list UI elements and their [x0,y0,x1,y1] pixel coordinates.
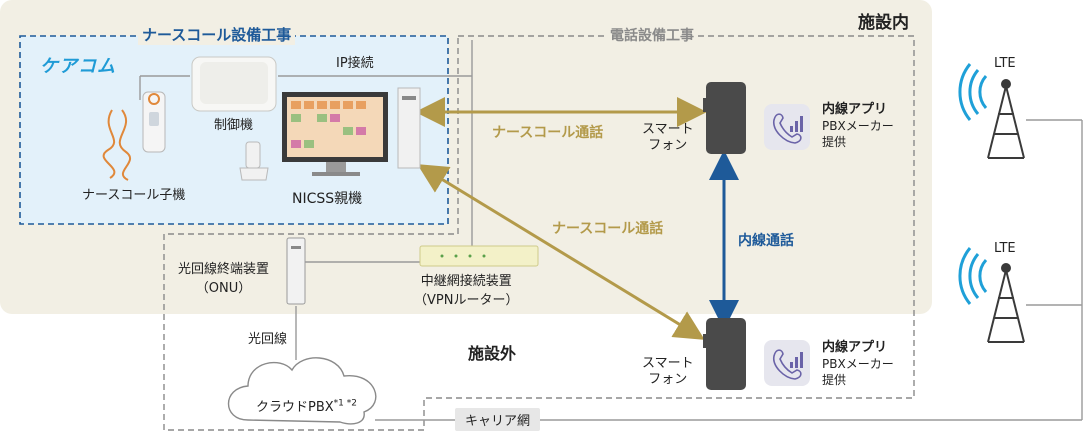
lte-tower-top-graphic [987,79,1025,159]
smartphone-bottom-line2: フォン [648,372,688,387]
onu-label-line2: （ONU） [195,281,252,296]
app-icon-bottom-graphic [764,340,810,386]
smartphone-bottom-graphic [706,318,746,390]
router-label-line2: （VPNルーター） [414,293,519,308]
app-bottom-line1: PBXメーカー [822,357,894,371]
router-label: 中継網接続装置 （VPNルーター） [414,270,518,308]
router-label-line1: 中継網接続装置 [420,274,512,289]
app-icon-top-graphic [764,104,810,150]
telephone-work-title: 電話設備工事 [606,25,698,45]
cloud-pbx-label: クラウドPBX*1 *2 [256,396,357,415]
onu-label-line1: 光回線終端装置 [178,262,270,277]
extension-call-label: 内線通話 [738,233,794,249]
telephone-area [163,35,915,431]
app-top-line1: PBXメーカー [822,119,894,133]
app-bottom-label: 内線アプリ PBXメーカー 提供 [822,340,894,388]
handset-label: ナースコール子機 [82,188,186,203]
carecom-logo: ケアコム [40,56,116,77]
onu-graphic [286,237,306,305]
nicss-label: NICSS親機 [292,191,363,207]
app-top-line2: 提供 [822,135,847,149]
lte-bottom-label: LTE [994,241,1016,256]
smartphone-top-line1: スマート [642,122,694,137]
smartphone-bottom-label: スマート フォン [642,356,694,388]
nicss-monitor-graphic [239,87,421,181]
nurse-call-work-title: ナースコール設備工事 [138,24,296,45]
vpn-router-graphic [419,245,539,267]
nurse-call-arrow-diagonal [417,164,705,340]
smartphone-bottom-line1: スマート [642,356,694,371]
carrier-network-label: キャリア網 [455,408,541,431]
smartphone-top-graphic [706,82,746,154]
smartphone-top-label: スマート フォン [642,122,694,154]
lte-top-label: LTE [994,56,1016,71]
facility-outside-label: 施設外 [468,344,517,363]
nurse-call-handset-graphic [102,109,132,181]
ip-connection-label: IP接続 [336,56,374,71]
cloud-pbx-footnote: *1 *2 [333,398,357,409]
app-bottom-line2: 提供 [822,373,847,387]
cloud-pbx-text: クラウドPBX [256,400,334,415]
cloud-graphic [227,357,377,425]
onu-label: 光回線終端装置 （ONU） [178,258,269,296]
lte-tower-bottom-graphic [987,263,1025,343]
controller-label: 制御機 [214,118,254,133]
app-bottom-title: 内線アプリ [822,340,888,355]
smartphone-top-line2: フォン [648,138,688,153]
facility-inside-label: 施設内 [858,13,909,33]
app-top-label: 内線アプリ PBXメーカー 提供 [822,102,894,150]
nurse-call-link-top-label: ナースコール通話 [492,125,604,141]
nurse-call-link-diagonal-label: ナースコール通話 [552,221,664,237]
fiber-label: 光回線 [248,328,288,347]
app-top-title: 内線アプリ [822,102,888,117]
